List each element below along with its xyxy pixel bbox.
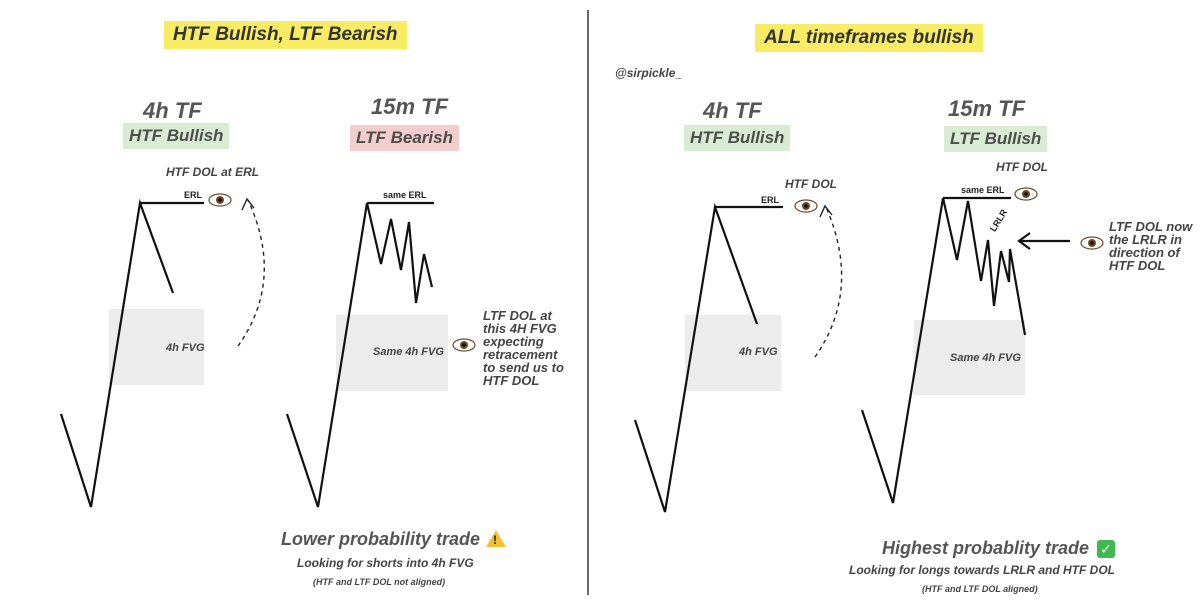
right-trade-note: (HTF and LTF DOL aligned) <box>922 584 1038 594</box>
right-4h-tag: HTF Bullish <box>684 125 791 151</box>
right-4h-title: 4h TF <box>703 98 762 123</box>
left-trade-sub: Looking for shorts into 4h FVG <box>297 556 474 570</box>
right-15m-fvg-label: Same 4h FVG <box>950 352 1021 364</box>
left-15m-erl-label: same ERL <box>383 190 427 200</box>
dashed-arrowhead-right <box>819 204 833 218</box>
eye-icon <box>1080 236 1104 250</box>
eye-icon <box>208 193 232 207</box>
dashed-arrow-left <box>237 199 265 347</box>
left-15m-note: LTF DOL at this 4H FVG expecting retrace… <box>483 308 564 388</box>
fvg-box-left-15m <box>336 315 448 391</box>
left-trade-title: Lower probability trade! <box>281 529 507 550</box>
left-15m-tag: LTF Bearish <box>350 125 459 151</box>
eye-icon <box>452 338 476 352</box>
right-trade-title: Highest probablity trade✓ <box>882 538 1116 559</box>
check-icon: ✓ <box>1097 540 1116 558</box>
right-15m-note: LTF DOL now the LRLR in direction of HTF… <box>1109 219 1193 273</box>
price-path-left-15m <box>285 202 434 508</box>
price-path-right-15m <box>860 197 1027 504</box>
author-handle: @sirpickle_ <box>615 66 683 80</box>
left-4h-erl-label: ERL <box>184 190 202 200</box>
dashed-arrowhead-left <box>241 197 255 211</box>
left-4h-title: 4h TF <box>143 98 202 123</box>
right-15m-tag: LTF Bullish <box>944 126 1048 152</box>
left-15m-title: 15m TF <box>371 94 449 119</box>
dashed-arrow-right <box>814 206 843 358</box>
left-4h-tag: HTF Bullish <box>123 123 230 149</box>
left-4h-fvg-label: 4h FVG <box>166 342 205 354</box>
right-4h-fvg-label: 4h FVG <box>739 346 778 358</box>
right-15m-erl-label: same ERL <box>961 185 1005 195</box>
lrlr-arrowhead <box>1017 232 1031 250</box>
price-path-left-4h <box>59 198 175 508</box>
warning-icon: ! <box>486 530 507 547</box>
panel-divider <box>587 10 589 595</box>
right-4h-dol-note: HTF DOL <box>785 177 837 191</box>
right-15m-title: 15m TF <box>948 96 1026 121</box>
fvg-box-right-15m <box>914 320 1025 395</box>
fvg-box-right-4h <box>685 315 781 391</box>
right-trade-sub: Looking for longs towards LRLR and HTF D… <box>849 563 1115 577</box>
left-15m-fvg-label: Same 4h FVG <box>373 346 444 358</box>
fvg-box-left-4h <box>109 309 204 385</box>
price-path-right-4h <box>633 202 759 513</box>
eye-icon <box>794 199 818 213</box>
left-trade-note: (HTF and LTF DOL not aligned) <box>313 577 446 587</box>
left-banner: HTF Bullish, LTF Bearish <box>164 21 407 49</box>
right-banner: ALL timeframes bullish <box>755 24 983 52</box>
right-15m-dol-note: HTF DOL <box>996 160 1048 174</box>
left-4h-dol-note: HTF DOL at ERL <box>166 165 260 179</box>
eye-icon <box>1014 187 1038 201</box>
right-4h-erl-label: ERL <box>761 195 779 205</box>
